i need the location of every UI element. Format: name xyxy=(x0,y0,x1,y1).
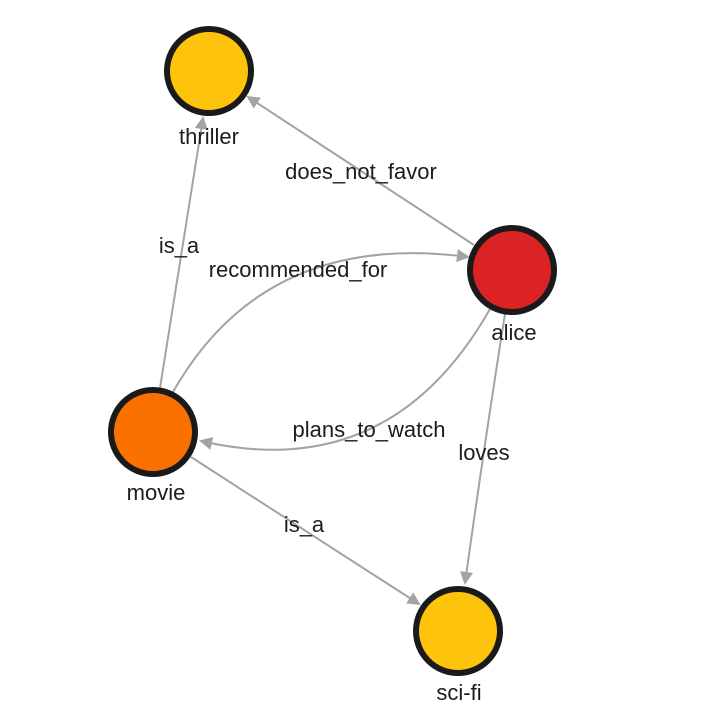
edge-line-does-not-favor[interactable] xyxy=(246,95,475,246)
edge-label-loves: loves xyxy=(458,440,509,465)
node-movie-label: movie xyxy=(127,480,186,505)
edge-line-is-a-thriller[interactable] xyxy=(159,116,208,389)
node-alice-circle[interactable] xyxy=(467,225,557,315)
edge-line-is-a-scifi[interactable] xyxy=(190,456,421,606)
edge-line-loves[interactable] xyxy=(460,313,506,585)
edge-line-plans-to-watch[interactable] xyxy=(199,308,491,451)
node-scifi-label: sci-fi xyxy=(436,680,481,705)
node-thriller-label: thriller xyxy=(179,124,239,149)
edge-label-is-a-scifi: is_a xyxy=(284,512,325,537)
node-alice[interactable]: alice xyxy=(467,225,557,345)
edge-line-recommended-for[interactable] xyxy=(172,249,470,393)
edge-movie-thriller: is_a xyxy=(159,116,208,389)
edge-alice-thriller: does_not_favor xyxy=(246,95,475,246)
edge-alice-scifi: loves xyxy=(458,313,510,585)
edge-label-recommended-for: recommended_for xyxy=(209,257,388,282)
edges-layer: is_a does_not_favor recommended_for plan… xyxy=(159,95,510,606)
node-thriller[interactable]: thriller xyxy=(164,26,254,149)
node-scifi-circle[interactable] xyxy=(413,586,503,676)
edge-label-is-a-thriller: is_a xyxy=(159,233,200,258)
node-movie[interactable]: movie xyxy=(108,387,198,505)
edge-label-does-not-favor: does_not_favor xyxy=(285,159,437,184)
edge-movie-scifi: is_a xyxy=(190,456,421,606)
edge-alice-movie: plans_to_watch xyxy=(199,308,491,451)
node-alice-label: alice xyxy=(491,320,536,345)
edge-label-plans-to-watch: plans_to_watch xyxy=(293,417,446,442)
node-thriller-circle[interactable] xyxy=(164,26,254,116)
nodes-layer: thriller alice movie sci-fi xyxy=(108,26,557,705)
node-movie-circle[interactable] xyxy=(108,387,198,477)
edge-movie-alice: recommended_for xyxy=(172,249,470,393)
node-scifi[interactable]: sci-fi xyxy=(413,586,503,705)
